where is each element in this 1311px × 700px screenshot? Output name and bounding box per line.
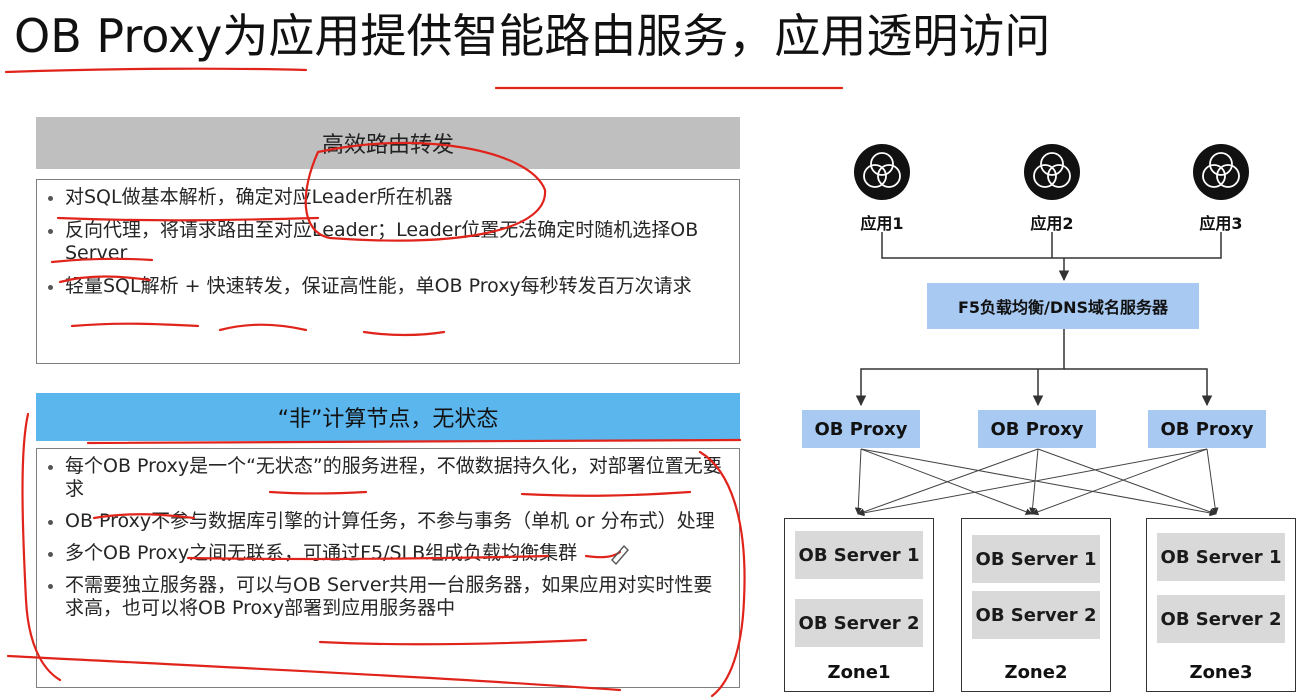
bullet-dot-icon <box>48 196 53 201</box>
zone2-server-2: OB Server 2 <box>972 591 1100 639</box>
zone-2: OB Server 1 OB Server 2 Zone2 <box>961 518 1111 692</box>
section2-heading: “非”计算节点，无状态 <box>36 393 740 441</box>
zone1-server-2: OB Server 2 <box>795 599 923 647</box>
app-1: 应用1 <box>842 142 922 234</box>
zone1-label: Zone1 <box>827 662 891 683</box>
app-circles-icon <box>1193 144 1249 200</box>
zone2-server-1: OB Server 1 <box>972 535 1100 583</box>
section1-bullet-3: 轻量SQL解析 + 快速转发，保证高性能，单OB Proxy每秒转发百万次请求 <box>37 275 739 298</box>
lb-to-proxy1-arrow <box>855 329 1065 407</box>
app-circles-icon <box>1024 144 1080 200</box>
lb-to-proxy3-arrow <box>1064 368 1213 407</box>
app-2-label: 应用2 <box>1030 214 1074 233</box>
app-2: 应用2 <box>1012 142 1092 234</box>
bullet-dot-icon <box>48 229 53 234</box>
app-circles-icon <box>854 144 910 200</box>
section2-heading-text: “非”计算节点，无状态 <box>277 407 499 432</box>
zone-1: OB Server 1 OB Server 2 Zone1 <box>784 518 934 692</box>
section2-bullet-1: 每个OB Proxy是一个“无状态”的服务进程，不做数据持久化，对部署位置无要求 <box>37 455 739 501</box>
zone3-server-1: OB Server 1 <box>1157 533 1285 581</box>
zone3-label: Zone3 <box>1189 662 1253 683</box>
app-3: 应用3 <box>1181 142 1261 234</box>
section2-bullet-4: 不需要独立服务器，可以与OB Server共用一台服务器，如果应用对实时性要求高… <box>37 574 739 620</box>
page-title: OB Proxy为应用提供智能路由服务，应用透明访问 <box>14 9 1051 63</box>
apps-connector <box>881 232 1222 259</box>
load-balancer-node: F5负载均衡/DNS域名服务器 <box>927 283 1199 329</box>
bullet-dot-icon <box>48 285 53 290</box>
proxy-node-2: OB Proxy <box>978 410 1096 448</box>
zone-3: OB Server 1 OB Server 2 Zone3 <box>1146 518 1296 692</box>
zone3-server-2: OB Server 2 <box>1157 595 1285 643</box>
proxy-zone-mesh <box>854 448 1219 517</box>
zone2-label: Zone2 <box>1004 662 1068 683</box>
proxy-node-1: OB Proxy <box>802 410 920 448</box>
zone1-server-1: OB Server 1 <box>795 531 923 579</box>
app-1-label: 应用1 <box>860 214 904 233</box>
proxy-node-3: OB Proxy <box>1148 410 1266 448</box>
app-3-label: 应用3 <box>1199 214 1243 233</box>
